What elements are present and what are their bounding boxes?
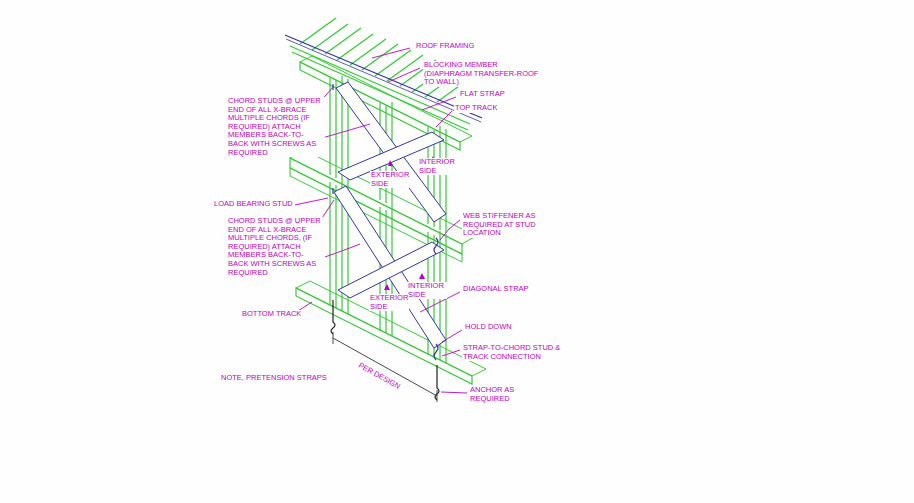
- callout-label: TOP TRACK: [454, 104, 516, 113]
- callout-label: HOLD DOWN: [464, 323, 526, 332]
- callout-label: CHORD STUDS @ UPPER END OF ALL X-BRACE M…: [227, 97, 325, 157]
- callout-label: LOAD BEARING STUD: [213, 200, 295, 209]
- callout-label: BLOCKING MEMBER (DIAPHRAGM TRANSFER-ROOF…: [423, 61, 545, 87]
- dimension-label: PER DESIGN: [356, 361, 402, 392]
- callout-label: STRAP-TO-CHORD STUD & TRACK CONNECTION: [462, 344, 564, 361]
- callout-label: FLAT STRAP: [459, 90, 521, 99]
- callout-label: ROOF FRAMING: [415, 42, 497, 51]
- callout-label: EXTERIOR SIDE: [370, 171, 410, 188]
- callout-label: NOTE, PRETENSION STRAPS: [220, 374, 332, 383]
- callout-label: EXTERIOR SIDE: [369, 294, 409, 311]
- callout-label: ANCHOR AS REQUIRED: [469, 386, 531, 403]
- callout-label: INTERIOR SIDE: [418, 158, 458, 175]
- callout-label: CHORD STUDS @ UPPER END OF ALL X-BRACE M…: [227, 217, 325, 277]
- callout-label: DIAGONAL STRAP: [462, 285, 544, 294]
- callout-label: WEB STIFFENER AS REQUIRED AT STUD LOCATI…: [462, 212, 554, 238]
- callout-label: BOTTOM TRACK: [241, 310, 303, 319]
- callout-label: INTERIOR SIDE: [407, 282, 447, 299]
